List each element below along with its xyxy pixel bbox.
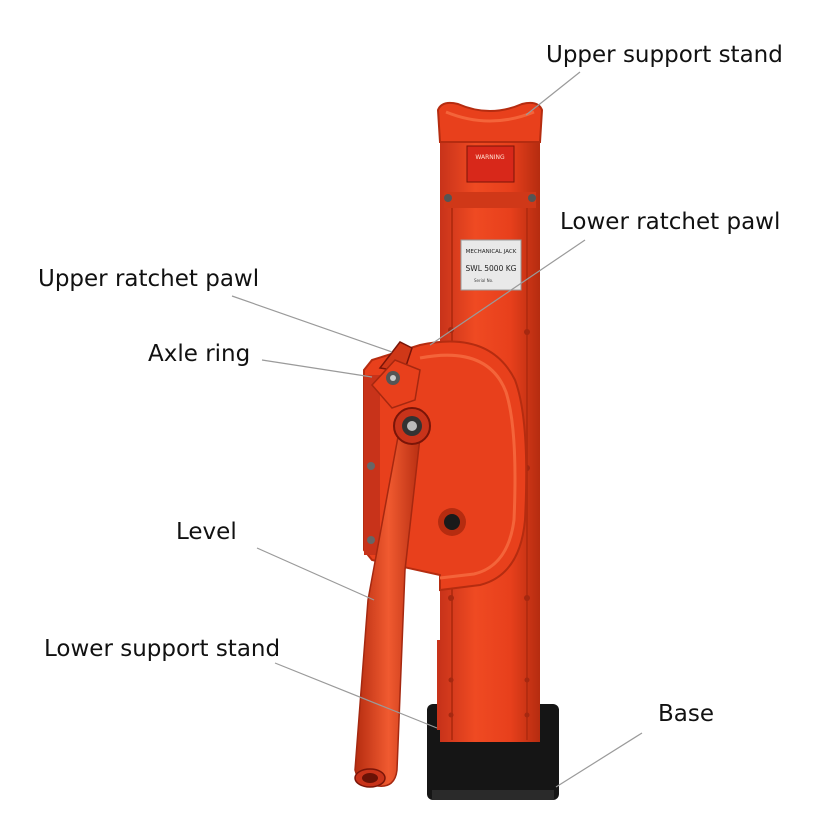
leader-lines <box>231 71 643 788</box>
warning-text: WARNING <box>475 154 505 161</box>
lever-handle <box>354 414 423 788</box>
leader-base <box>555 732 643 788</box>
plate-swl: SWL 5000 KG <box>466 264 517 273</box>
leader-upper-support-stand <box>525 71 581 116</box>
name-plate: MECHANICAL JACK SWL 5000 KG Serial No. <box>460 239 522 291</box>
plate-title: MECHANICAL JACK <box>466 249 517 255</box>
label-axle-ring: Axle ring <box>148 341 251 367</box>
label-base: Base <box>658 701 715 727</box>
leader-upper-ratchet-pawl <box>231 295 393 353</box>
label-upper-support-stand: Upper support stand <box>546 42 783 68</box>
plate-serial: Serial No. <box>474 278 493 283</box>
label-level: Level <box>176 519 237 545</box>
upper-joint-bar <box>444 192 536 208</box>
bolt <box>528 194 536 202</box>
warning-sticker: WARNING <box>466 145 515 183</box>
ratchet-pawl-assembly <box>370 341 421 409</box>
axle-ring <box>393 407 431 445</box>
label-lower-ratchet-pawl: Lower ratchet pawl <box>560 209 781 235</box>
leader-lower-ratchet-pawl <box>429 239 586 346</box>
leader-lower-support-stand <box>274 662 438 729</box>
label-upper-ratchet-pawl: Upper ratchet pawl <box>38 266 260 292</box>
leader-level <box>256 547 375 601</box>
bolt <box>444 194 452 202</box>
leader-axle-ring <box>261 359 373 378</box>
upper-support-stand <box>436 101 544 143</box>
label-lower-support-stand: Lower support stand <box>44 636 281 662</box>
